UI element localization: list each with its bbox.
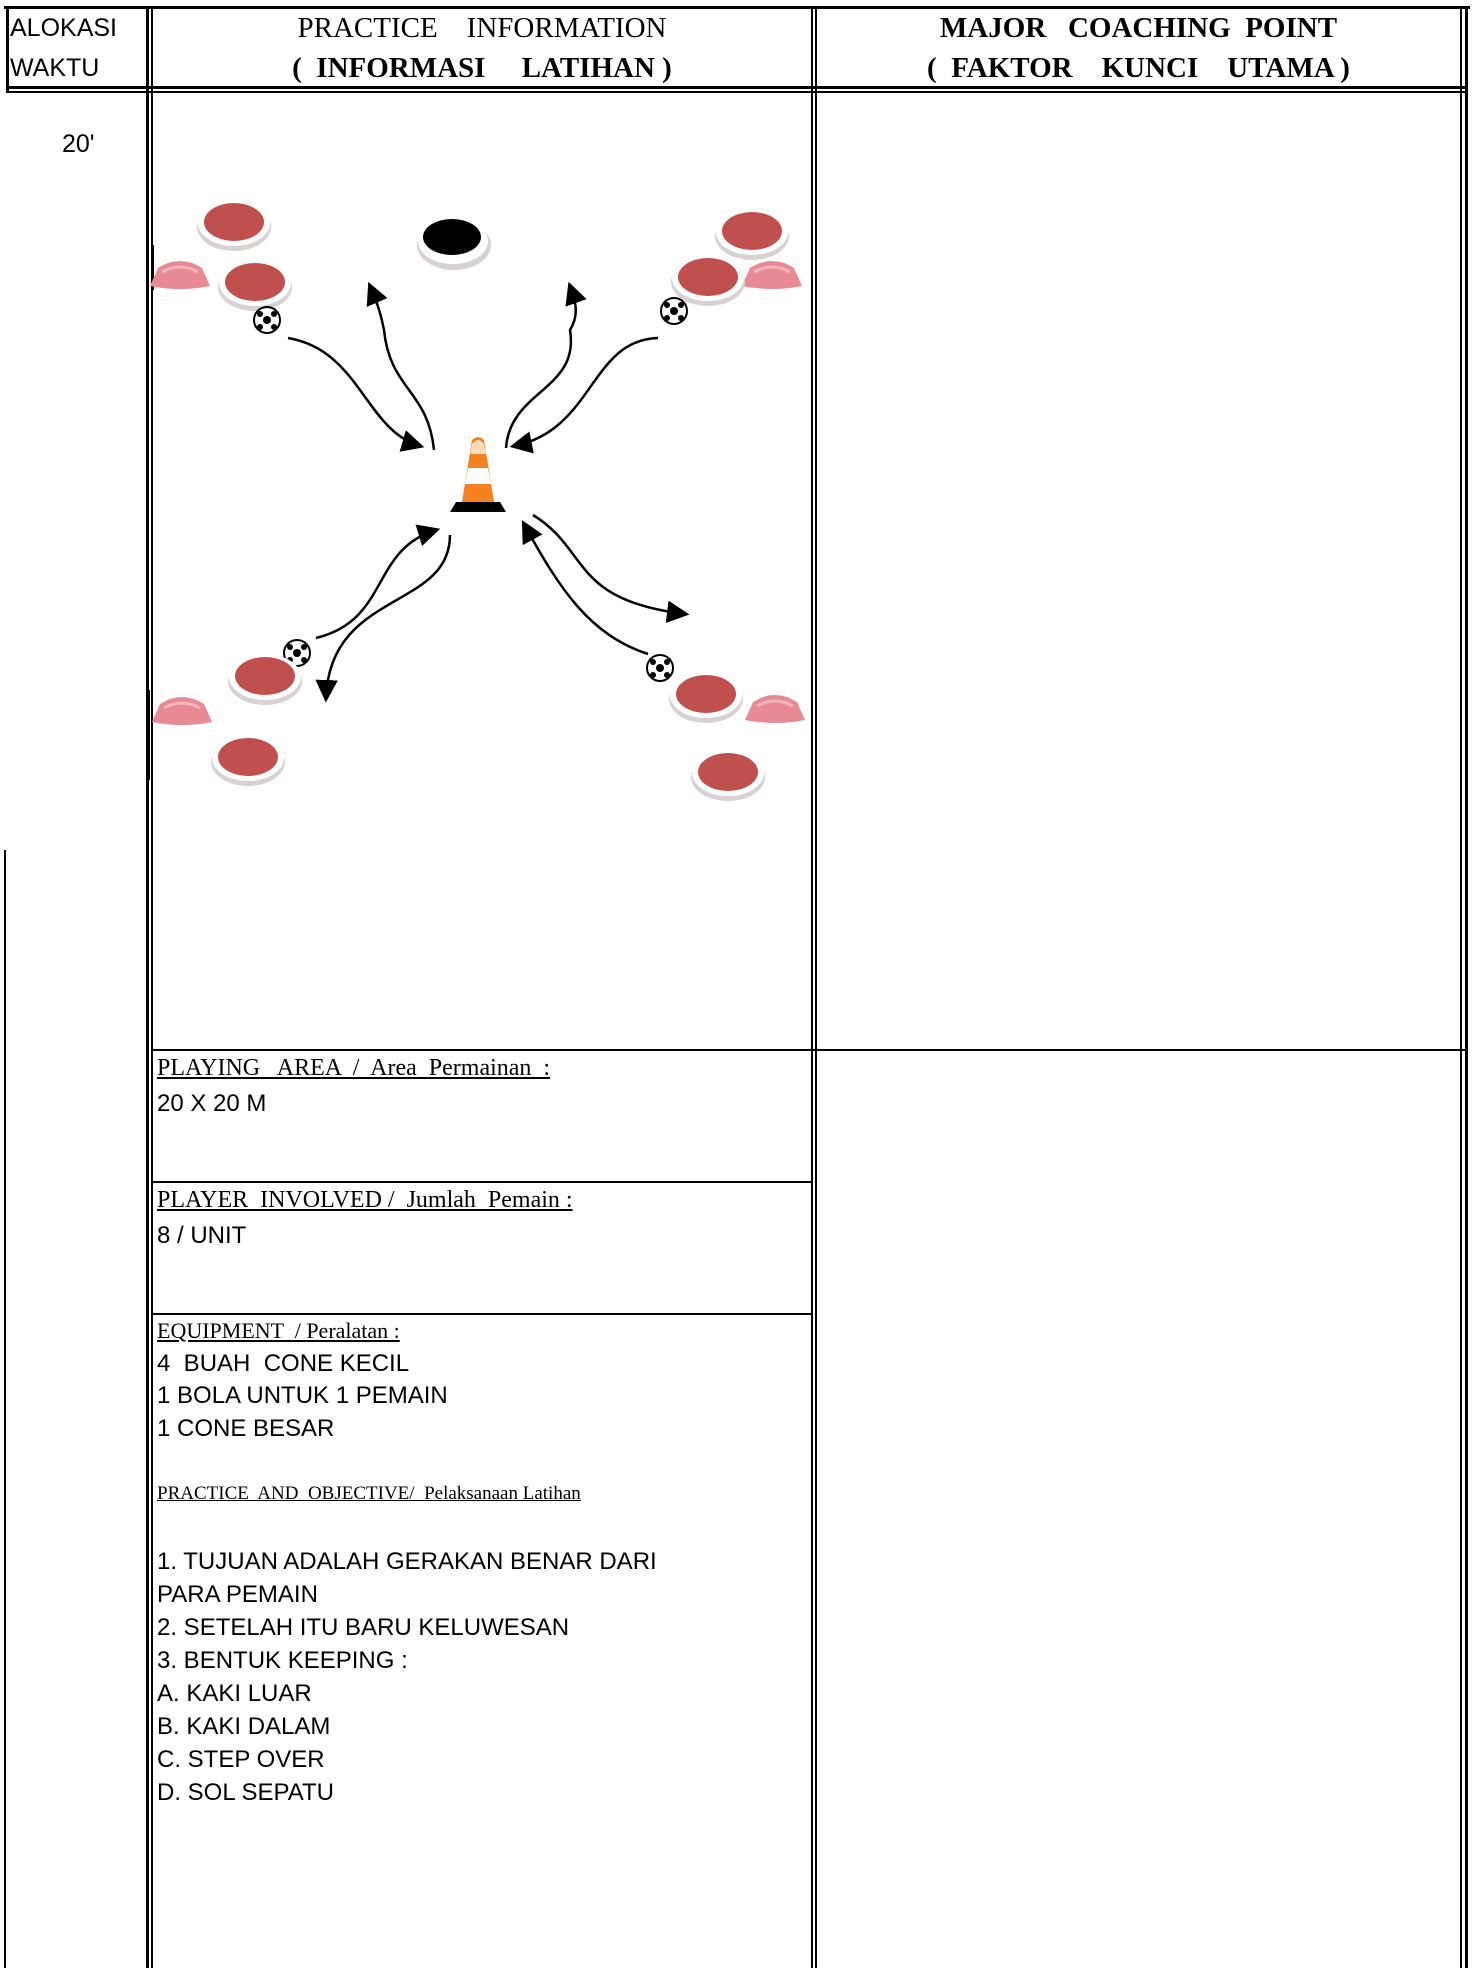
practice-line: PARA PEMAIN — [157, 1581, 318, 1608]
small-cone-icon — [150, 259, 212, 291]
header-faktor-kunci: ( FAKTOR KUNCI UTAMA ) — [927, 52, 1350, 84]
practice-line: D. SOL SEPATU — [157, 1779, 334, 1806]
disc-marker-icon — [715, 209, 789, 260]
soccer-ball-icon — [253, 306, 281, 334]
frame-right — [1465, 6, 1468, 1968]
header-informasi-latihan: ( INFORMASI LATIHAN ) — [292, 52, 672, 84]
disc-marker-icon — [669, 672, 743, 723]
time-allocation: 20' — [62, 130, 95, 158]
header-bottom-2 — [6, 91, 1468, 93]
equipment-item: 1 BOLA UNTUK 1 PEMAIN — [157, 1382, 448, 1409]
left-edge-lower — [4, 850, 6, 1968]
disc-marker-icon — [228, 654, 302, 705]
frame-right-inner — [1460, 6, 1462, 1968]
drill-diagram — [150, 200, 807, 801]
equipment-item: 1 CONE BESAR — [157, 1415, 335, 1442]
soccer-ball-icon — [660, 297, 688, 325]
practice-line: B. KAKI DALAM — [157, 1713, 331, 1740]
playing-area-label: PLAYING AREA / Area Permainan : — [157, 1055, 551, 1081]
row-sep-players — [153, 1313, 813, 1315]
practice-line: 1. TUJUAN ADALAH GERAKAN BENAR DARI — [157, 1548, 657, 1575]
header-alokasi: ALOKASI — [10, 14, 117, 42]
practice-label: PRACTICE AND OBJECTIVE/ Pelaksanaan Lati… — [157, 1483, 581, 1504]
playing-area-value: 20 X 20 M — [157, 1090, 267, 1117]
frame-left — [6, 6, 9, 93]
left-stub-2 — [148, 690, 150, 780]
row-sep-diagram — [153, 1049, 1465, 1051]
practice-line: 2. SETELAH ITU BARU KELUWESAN — [157, 1614, 570, 1641]
big-cone-icon — [450, 437, 506, 512]
header-waktu: WAKTU — [10, 54, 100, 82]
disc-marker-icon — [211, 735, 285, 786]
arrow-icon — [287, 281, 690, 703]
practice-line: C. STEP OVER — [157, 1746, 325, 1773]
soccer-ball-icon — [646, 654, 674, 682]
practice-line: A. KAKI LUAR — [157, 1680, 312, 1707]
small-cone-icon — [743, 693, 807, 725]
row-sep-area — [153, 1181, 813, 1183]
small-cone-icon — [150, 695, 214, 727]
disc-marker-icon — [218, 260, 292, 311]
col-sep-1b — [151, 6, 153, 1968]
practice-line: 3. BENTUK KEEPING : — [157, 1647, 408, 1674]
equipment-label: EQUIPMENT / Peralatan : — [157, 1318, 400, 1343]
players-label: PLAYER INVOLVED / Jumlah Pemain : — [157, 1187, 573, 1213]
col-sep-2a — [811, 6, 813, 1968]
left-stub-1 — [152, 245, 154, 290]
disc-marker-icon — [671, 255, 745, 306]
col-sep-1a — [146, 6, 149, 1968]
disc-marker-icon — [691, 750, 765, 801]
header-bottom-1 — [6, 86, 1468, 89]
header-practice-info: PRACTICE INFORMATION — [297, 12, 667, 44]
players-value: 8 / UNIT — [157, 1222, 247, 1249]
frame-top — [4, 6, 1470, 9]
disc-marker-icon — [197, 200, 271, 251]
disc-marker-icon — [417, 218, 491, 270]
col-sep-2b — [815, 6, 817, 1968]
small-cone-icon — [740, 259, 804, 291]
header-major-coaching: MAJOR COACHING POINT — [939, 12, 1338, 44]
equipment-item: 4 BUAH CONE KECIL — [157, 1350, 410, 1377]
